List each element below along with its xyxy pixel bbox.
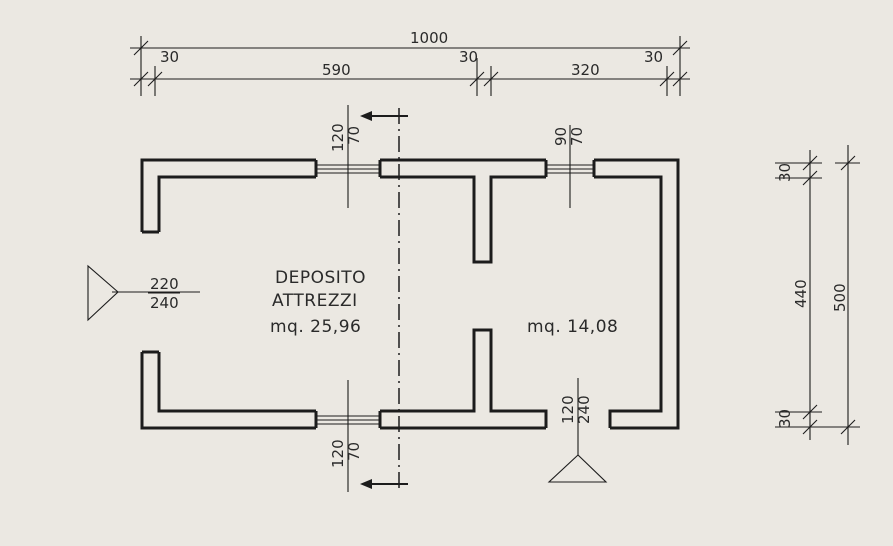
- section-arrow-bottom-icon: [360, 479, 408, 489]
- dim-room-left: 590: [322, 61, 351, 79]
- window-top-right-height: 70: [568, 127, 586, 146]
- dim-side-inner: 440: [792, 279, 810, 308]
- dim-room-right: 320: [571, 61, 600, 79]
- opening-axes: [112, 105, 579, 492]
- window-glazing: [316, 164, 594, 425]
- dim-wall-right: 30: [644, 48, 663, 66]
- entrance-marker-bottom-icon: [547, 454, 608, 483]
- dim-side-top-wall: 30: [776, 163, 794, 182]
- walls: [140, 158, 680, 430]
- top-dimension-chain: [130, 36, 690, 96]
- window-top-right-width: 90: [552, 127, 570, 146]
- window-bottom-left-width: 120: [329, 439, 347, 468]
- dim-overall: 1000: [410, 29, 448, 47]
- side-dimension-chain: [775, 145, 860, 445]
- door-left-height: 240: [150, 294, 179, 312]
- entrance-marker-left-icon: [87, 264, 119, 322]
- dim-wall-left: 30: [160, 48, 179, 66]
- room-left-name-line2: ATTREZZI: [272, 291, 358, 311]
- room-right-area: mq. 14,08: [527, 317, 618, 337]
- door-left-width: 220: [150, 275, 179, 293]
- room-left-area: mq. 25,96: [270, 317, 361, 337]
- dim-side-total: 500: [831, 283, 849, 312]
- dim-side-bottom-wall: 30: [776, 409, 794, 428]
- window-top-left-height: 70: [345, 126, 363, 145]
- room-left-name-line1: DEPOSITO: [275, 268, 366, 288]
- opening-labels: 120 70 90 70 220 240 120 70 120 240: [148, 123, 593, 468]
- section-arrow-top-icon: [360, 111, 408, 121]
- door-bottom-right-height: 240: [575, 395, 593, 424]
- window-top-left-width: 120: [329, 123, 347, 152]
- window-bottom-left-height: 70: [345, 442, 363, 461]
- dim-wall-mid: 30: [459, 48, 478, 66]
- door-bottom-right-width: 120: [559, 395, 577, 424]
